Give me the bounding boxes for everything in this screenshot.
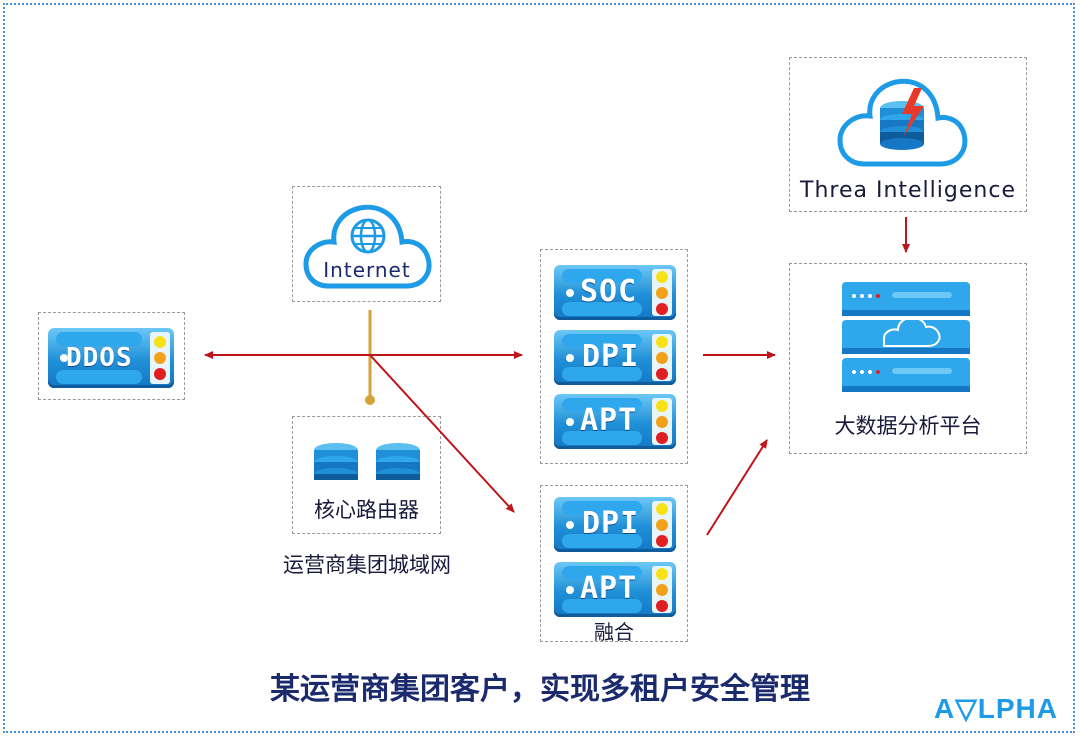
lightning-icon xyxy=(902,88,924,136)
soc-server: SOC xyxy=(554,265,676,320)
soc-dpi-apt-box xyxy=(540,249,688,464)
page-title: 某运营商集团客户，实现多租户安全管理 xyxy=(270,672,810,707)
fusion-box xyxy=(540,485,688,642)
alpha-logo: A▽LPHA xyxy=(934,693,1058,724)
arrow-fusion-to-bigdata xyxy=(706,439,768,536)
ddos-server: DDOS xyxy=(48,328,174,388)
core-router-box xyxy=(292,416,441,534)
bigdata-server-icon xyxy=(842,282,970,392)
globe-icon xyxy=(350,218,386,254)
router-link-node xyxy=(365,395,375,405)
bigdata-label: 大数据分析平台 xyxy=(834,414,982,438)
threat-intel-box xyxy=(789,57,1027,212)
dpi-label-top: DPI xyxy=(582,339,640,374)
apt-server-top: APT xyxy=(554,394,676,449)
ddos-box xyxy=(38,312,185,400)
cloud-icon xyxy=(303,204,432,289)
metro-network-label: 运营商集团城域网 xyxy=(283,553,451,577)
dpi-label-bottom: DPI xyxy=(582,506,640,541)
internet-label: Internet xyxy=(323,258,411,282)
arrow-to-fusion xyxy=(369,354,515,513)
threat-intel-label: Threa Intelligence xyxy=(800,178,1016,203)
dpi-server-bottom: DPI xyxy=(554,497,676,552)
internet-box xyxy=(292,186,441,302)
fusion-label: 融合 xyxy=(594,620,634,644)
outer-frame xyxy=(3,3,1075,733)
database-icon xyxy=(314,443,420,480)
threat-cloud-icon xyxy=(837,78,968,167)
bigdata-box xyxy=(789,263,1027,454)
ddos-label: DDOS xyxy=(66,343,133,373)
soc-label: SOC xyxy=(580,274,638,309)
apt-label-top: APT xyxy=(580,403,638,438)
apt-server-bottom: APT xyxy=(554,562,676,617)
apt-label-bottom: APT xyxy=(580,571,638,606)
dpi-server-top: DPI xyxy=(554,330,676,385)
core-router-label: 核心路由器 xyxy=(314,498,419,522)
